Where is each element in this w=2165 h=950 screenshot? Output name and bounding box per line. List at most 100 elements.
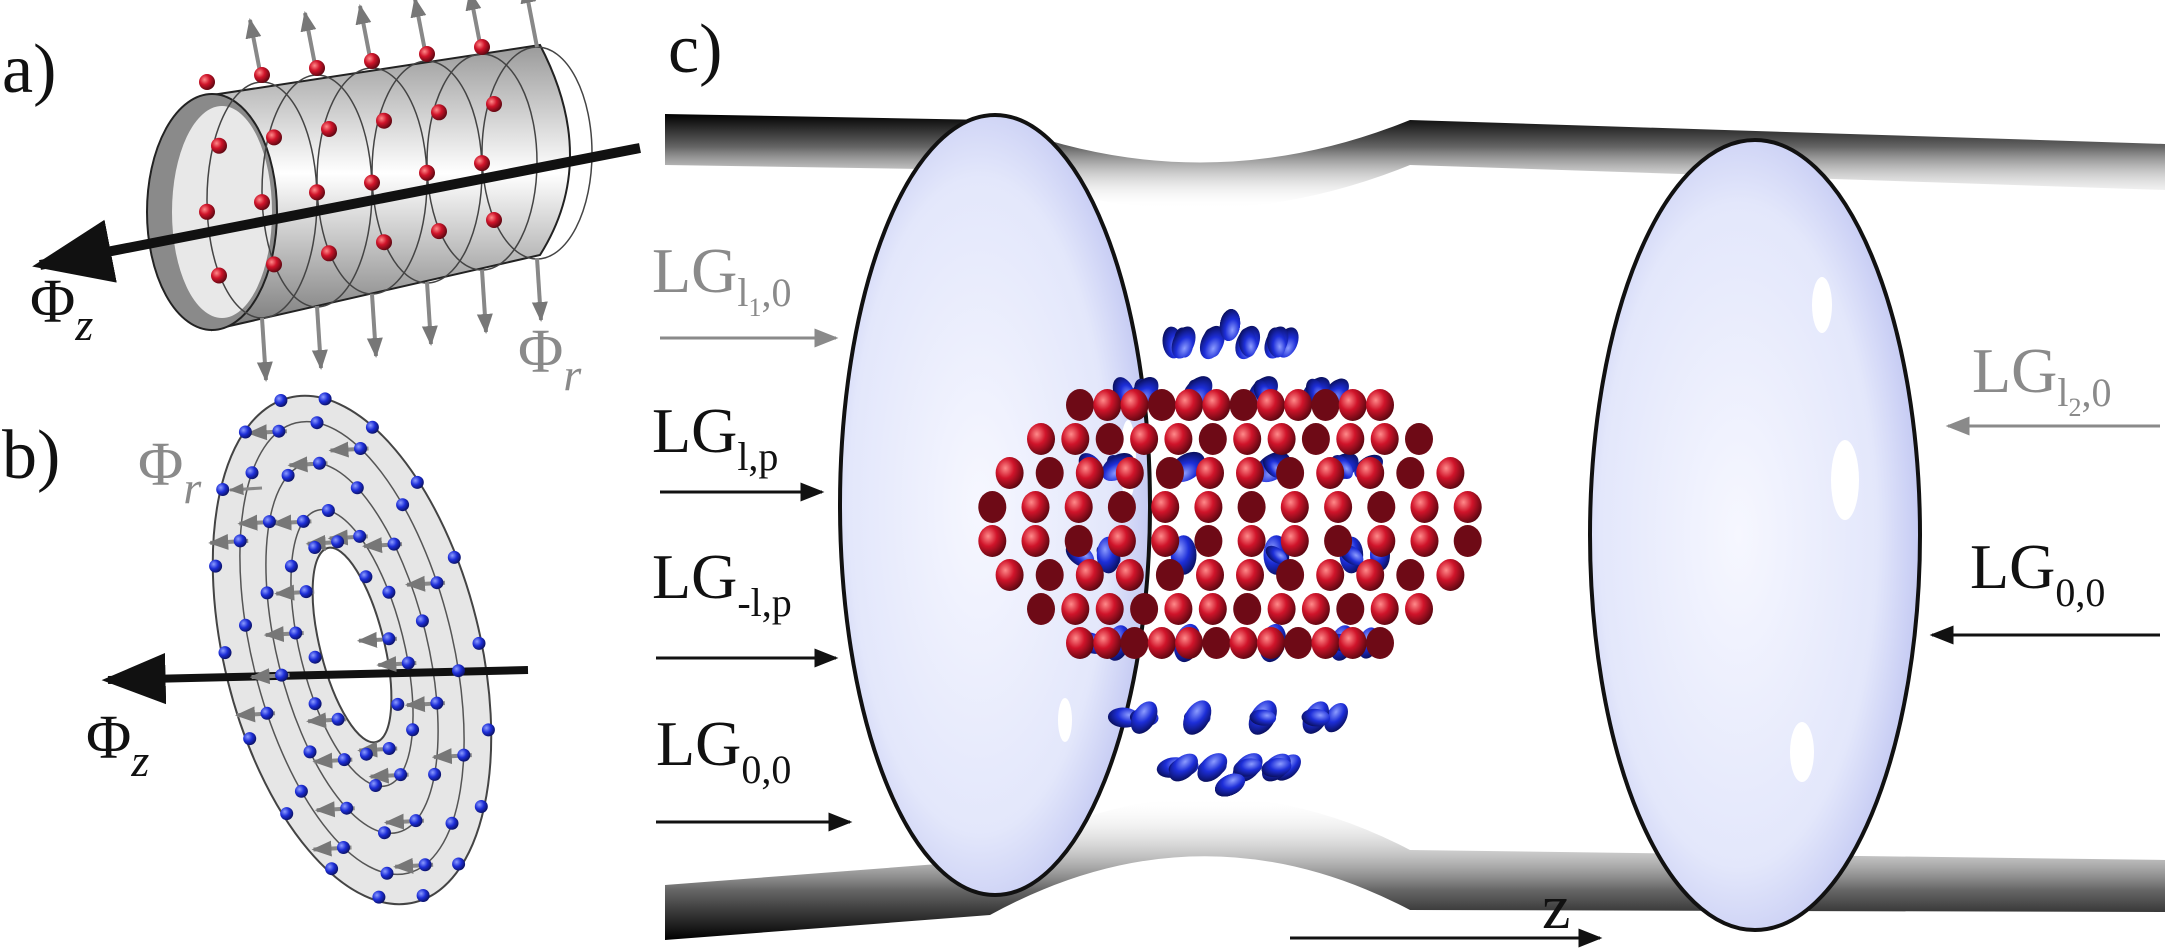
blue-atom [1233, 758, 1263, 777]
red-atom [1267, 423, 1296, 455]
blue-atom [359, 747, 373, 761]
beam-left-2-label: LGl,p [652, 395, 778, 479]
red-atom [309, 60, 325, 76]
radial-arrow [476, 269, 493, 334]
red-atom [1338, 389, 1367, 421]
red-atom [1095, 593, 1124, 625]
red-atom [1356, 457, 1385, 489]
red-atom [1175, 389, 1204, 421]
blue-atom [308, 541, 322, 554]
phi-r-label-a: Φr [518, 318, 582, 400]
red-atom [1256, 389, 1285, 421]
red-atom [1370, 593, 1399, 625]
blue-atom [303, 745, 317, 759]
blue-atom [272, 424, 286, 438]
blue-atom [218, 646, 232, 660]
red-atom [1115, 457, 1144, 489]
red-atom [1196, 559, 1224, 591]
blue-atom [262, 515, 276, 529]
red-atom [431, 104, 447, 121]
red-atom [486, 212, 502, 228]
red-atom [1075, 457, 1104, 489]
red-atom [1035, 457, 1064, 489]
red-atom [1035, 559, 1064, 591]
red-atom [376, 234, 392, 251]
red-atom [1021, 491, 1050, 523]
blue-atom [350, 481, 364, 495]
blue-atom [387, 537, 401, 551]
red-atom [1198, 593, 1227, 625]
red-atom [1410, 491, 1439, 523]
blue-atom [340, 801, 354, 815]
blue-atom [382, 632, 396, 646]
right-face-highlight [1812, 277, 1832, 333]
blue-atom [296, 514, 310, 528]
blue-atom [308, 650, 322, 664]
beam-right-1-label: LGl2,0 [1972, 335, 2111, 422]
phi-z-label-b: Φz [86, 704, 149, 786]
red-atom [1175, 627, 1204, 659]
red-atom [1436, 457, 1465, 489]
red-atom [486, 96, 502, 112]
red-atom [1367, 491, 1396, 523]
blue-atom [308, 697, 322, 711]
red-atom [1367, 525, 1396, 557]
red-atom [1311, 627, 1340, 659]
red-atom [309, 184, 325, 201]
red-atom [1093, 389, 1122, 421]
blue-atom [1301, 708, 1331, 727]
red-atom [1093, 627, 1122, 659]
red-atom [1198, 423, 1227, 455]
red-atom [1356, 559, 1385, 591]
red-atom [1202, 389, 1231, 421]
blue-atom [481, 723, 495, 737]
blue-atom [243, 732, 257, 746]
red-atom [995, 559, 1024, 591]
blue-atom [321, 504, 335, 517]
red-atom [1366, 627, 1394, 659]
blue-atom [474, 800, 488, 813]
red-atom [1453, 491, 1482, 523]
radial-arrow [421, 281, 438, 346]
blue-atom [245, 466, 259, 480]
red-atom [1366, 389, 1394, 421]
red-atom [474, 155, 490, 172]
red-atom [1267, 593, 1296, 625]
blue-atom [472, 636, 486, 650]
blue-atom [216, 483, 230, 496]
blue-atom [369, 779, 383, 792]
blue-atom [391, 697, 405, 711]
panel-a-letter: a) [2, 31, 56, 108]
blue-atom [274, 394, 288, 407]
right-face-highlight-3 [1790, 722, 1814, 782]
red-atom [1027, 423, 1055, 455]
red-atom [1336, 423, 1365, 455]
blue-atom [394, 768, 408, 782]
right-beam-face [1588, 138, 1922, 932]
phi-z-label-a: Φz [30, 268, 93, 350]
blue-atom [325, 862, 339, 876]
blue-atom [1266, 327, 1286, 358]
blue-atom [378, 826, 391, 840]
blue-atom [1199, 325, 1225, 360]
red-atom [1410, 525, 1439, 557]
blue-atom [1219, 309, 1241, 341]
right-face-highlight-2 [1831, 440, 1859, 520]
blue-atom [382, 585, 396, 599]
red-atoms-a [199, 39, 502, 284]
phi-z-axis-a [32, 143, 641, 283]
red-atom [419, 164, 435, 181]
panel-b-letter: b) [2, 417, 60, 494]
blue-atom [310, 416, 324, 430]
red-atom [1021, 525, 1050, 557]
red-atom [419, 46, 435, 62]
red-atom [199, 74, 215, 90]
red-atom [1396, 457, 1425, 489]
red-atom [474, 39, 490, 55]
red-atom [1237, 525, 1266, 557]
blue-atom [1215, 773, 1245, 797]
red-atom [1324, 491, 1353, 523]
red-atom [1276, 457, 1305, 489]
red-atom [1229, 627, 1258, 659]
red-atom [978, 525, 1007, 557]
